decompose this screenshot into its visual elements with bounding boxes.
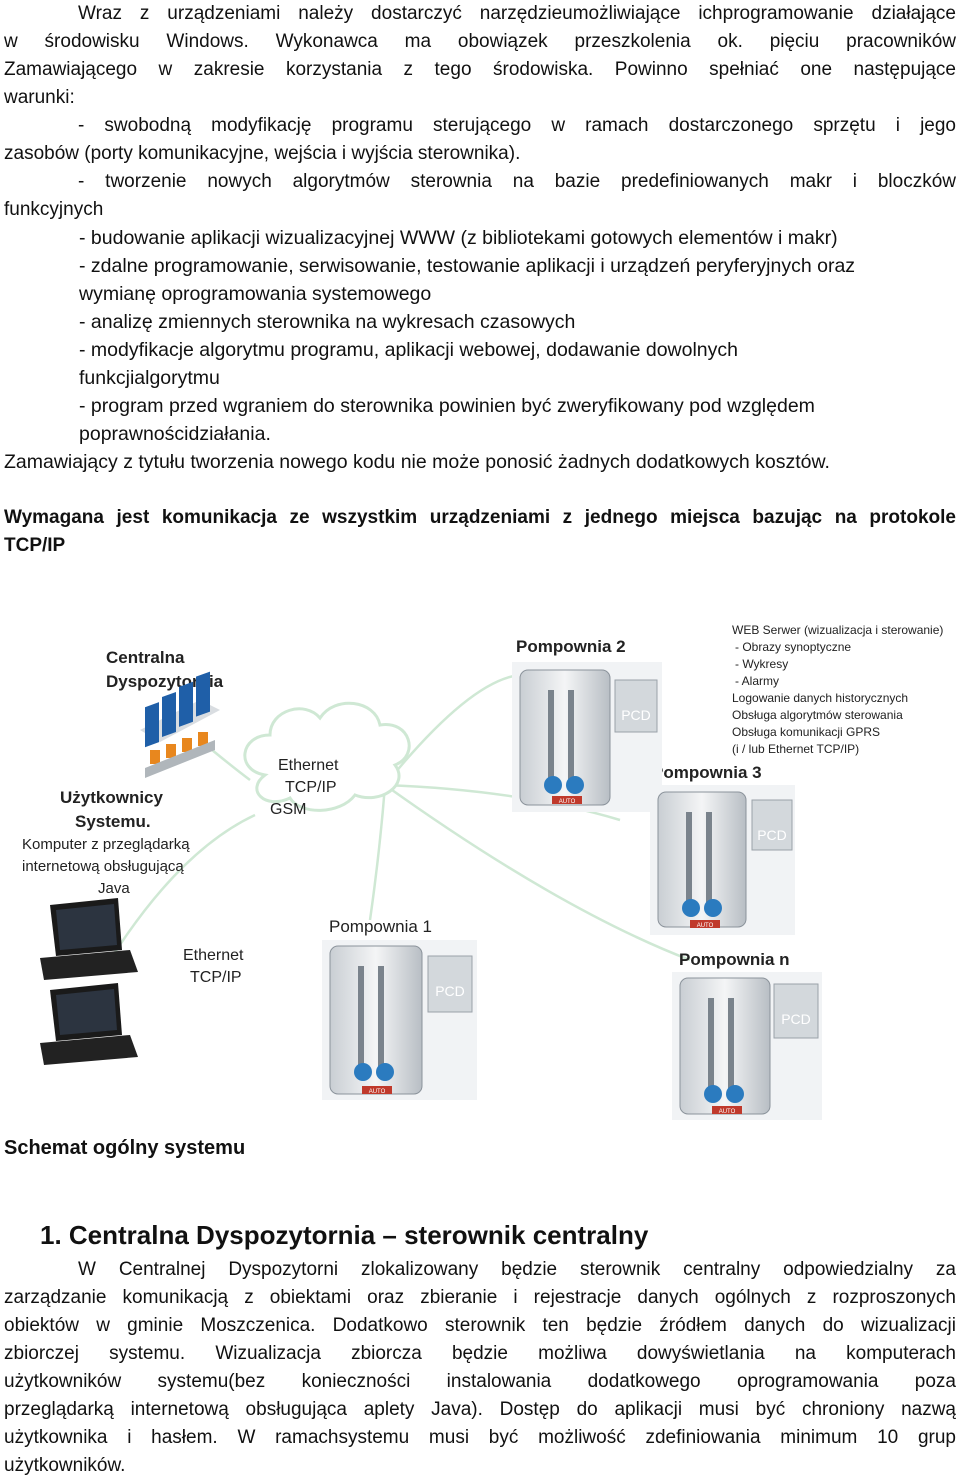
condition-6a: - modyfikacje algorytmu programu, aplika…	[79, 339, 738, 361]
cost-note: Zamawiający z tytułu tworzenia nowego ko…	[4, 451, 830, 473]
auto-badge: AUTO	[559, 799, 576, 805]
pump-station-2-icon: AUTO PCD	[512, 662, 662, 812]
section-para-line-4: zbiorczej systemu. Wizualizacja zbiorcza…	[4, 1343, 956, 1364]
pump-station-3-icon: AUTO PCD	[650, 785, 795, 935]
system-diagram: Centralna Dyspozytornia Ethernet TCP/IP …	[22, 623, 943, 1120]
connection-lines	[108, 673, 691, 962]
condition-5: - analizę zmiennych sterownika na wykres…	[79, 311, 576, 333]
laptop-icon	[40, 983, 138, 1065]
condition-4a: - zdalne programowanie, serwisowanie, te…	[79, 255, 856, 277]
auto-badge: AUTO	[719, 1109, 736, 1115]
requirement-line-2: TCP/IP	[4, 535, 66, 556]
users-label-3: Komputer z przeglądarką	[22, 836, 190, 853]
web-item: - Wykresy	[735, 657, 788, 671]
condition-4b: wymianę oprogramowania systemowego	[79, 283, 432, 305]
pump-station-1-icon: AUTO PCD	[322, 940, 477, 1100]
auto-badge: AUTO	[369, 1089, 386, 1095]
section-para-line-2: zarządzanie komunikacją z obiektami oraz…	[4, 1287, 956, 1308]
condition-6b: funkcjialgorytmu	[79, 367, 220, 389]
intro-line-1: Wraz z urządzeniami należy dostarczyć na…	[78, 3, 956, 24]
pcd-label: PCD	[757, 827, 787, 843]
section-para-line-5: użytkowników systemu(bez konieczności in…	[4, 1371, 956, 1392]
requirement-line-1: Wymagana jest komunikacja ze wszystkim u…	[4, 507, 956, 528]
users-label-4: internetową obsługującą	[22, 858, 184, 875]
laptop-net-label-2: TCP/IP	[190, 969, 242, 986]
intro-line-4: warunki:	[4, 87, 75, 108]
central-label-1: Centralna	[106, 648, 185, 667]
section-para-line-6: przeglądarką internetową obsługująca apl…	[4, 1399, 956, 1420]
users-label-2: Systemu.	[75, 812, 151, 831]
pump-station-2-label: Pompownia 2	[516, 637, 626, 656]
laptop-net-label-1: Ethernet	[183, 947, 244, 964]
intro-line-3: Zamawiającego w zakresie korzystania z t…	[4, 59, 956, 80]
web-item: WEB Serwer (wizualizacja i sterowanie)	[732, 623, 943, 637]
pcd-label: PCD	[781, 1011, 811, 1027]
web-item: - Obrazy synoptyczne	[735, 640, 851, 654]
pcd-label: PCD	[621, 707, 651, 723]
section-heading: 1. Centralna Dyspozytornia – sterownik c…	[40, 1220, 649, 1250]
diagram-caption: Schemat ogólny systemu	[4, 1137, 246, 1159]
auto-badge: AUTO	[697, 923, 714, 929]
pump-station-n-icon: AUTO PCD	[672, 972, 822, 1120]
web-server-feature-list: WEB Serwer (wizualizacja i sterowanie) -…	[732, 623, 943, 756]
condition-7b: poprawnościdziałania.	[79, 423, 271, 445]
cloud-label-3: GSM	[270, 801, 306, 818]
condition-7a: - program przed wgraniem do sterownika p…	[79, 395, 815, 417]
section-para-line-8: użytkowników.	[4, 1455, 126, 1476]
section-para-line-1: W Centralnej Dyspozytorni zlokalizowany …	[78, 1259, 956, 1280]
central-controller-icon	[140, 671, 220, 778]
section-para-line-3: obiektów w gminie Moszczenica. Dodatkowo…	[4, 1315, 956, 1336]
web-item: (i / lub Ethernet TCP/IP)	[732, 742, 859, 756]
condition-3: - budowanie aplikacji wizualizacyjnej WW…	[79, 227, 838, 249]
condition-2b: funkcyjnych	[4, 199, 104, 220]
condition-2a: - tworzenie nowych algorytmów sterownia …	[78, 171, 956, 192]
condition-1b: zasobów (porty komunikacyjne, wejścia i …	[4, 143, 521, 164]
pump-station-3-label: Pompownia 3	[652, 763, 762, 782]
network-cloud-icon	[243, 701, 411, 812]
pcd-label: PCD	[435, 983, 465, 999]
users-label-5: Java	[98, 880, 130, 897]
web-item: Obsługa komunikacji GPRS	[732, 725, 880, 739]
pump-station-n-label: Pompownia n	[679, 950, 790, 969]
section-para-line-7: użytkownika i hasłem. W ramachsystemu mu…	[4, 1427, 956, 1448]
cloud-label-1: Ethernet	[278, 757, 339, 774]
pump-station-1-label: Pompownia 1	[329, 917, 432, 936]
condition-1a: - swobodną modyfikację programu sterując…	[78, 115, 956, 136]
cloud-label-2: TCP/IP	[285, 779, 337, 796]
central-label-2: Dyspozytornia	[106, 672, 224, 691]
web-item: - Alarmy	[735, 674, 779, 688]
laptop-icon	[40, 898, 138, 980]
web-item: Obsługa algorytmów sterowania	[732, 708, 903, 722]
intro-line-2: w środowisku Windows. Wykonawca ma obowi…	[4, 31, 956, 52]
users-label-1: Użytkownicy	[60, 788, 164, 807]
web-item: Logowanie danych historycznych	[732, 691, 908, 705]
